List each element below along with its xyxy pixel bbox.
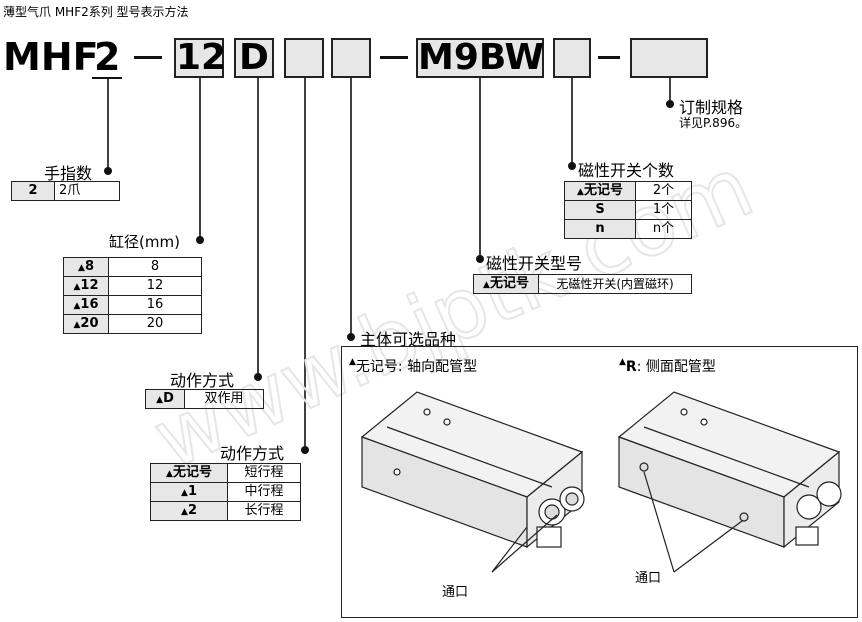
- table-row: ▲12 12: [63, 276, 202, 296]
- switch-count-key-0: ▲无记号: [564, 181, 636, 201]
- action-table: ▲D 双作用: [145, 389, 264, 409]
- stroke-table: ▲无记号 短行程 ▲1 中行程 ▲2 长行程: [150, 463, 301, 521]
- model-dash-3: [598, 56, 620, 59]
- port-label-left: 通口: [442, 585, 469, 600]
- switch-count-val-1: 1个: [635, 200, 692, 220]
- table-row: ▲1 中行程: [150, 482, 301, 502]
- switch-count-val-0: 2个: [635, 181, 692, 201]
- model-count-box: [553, 38, 591, 78]
- stroke-label: 动作方式: [220, 444, 285, 463]
- table-row: 2 2爪: [11, 181, 120, 201]
- body-option-left-title: ▲无记号: 轴向配管型: [349, 357, 478, 375]
- model-switch-box: M9BW: [416, 37, 545, 78]
- dot-stroke: [301, 446, 309, 454]
- model-body-box: [331, 38, 371, 78]
- table-row: ▲无记号 短行程: [150, 463, 301, 483]
- dot-order-spec: [666, 100, 674, 108]
- switch-model-key-0: ▲无记号: [473, 274, 539, 294]
- body-option-panel: ▲无记号: 轴向配管型 ▲R: 侧面配管型 通口: [341, 346, 858, 618]
- switch-count-label: 磁性开关个数: [578, 161, 675, 180]
- table-row: ▲16 16: [63, 295, 202, 315]
- body-option-label: 主体可选品种: [360, 330, 457, 349]
- model-stroke-box: [284, 38, 324, 78]
- switch-count-table: ▲无记号 2个 S 1个 n n个: [564, 181, 692, 239]
- model-dash-1: [134, 56, 162, 59]
- fingers-val-0: 2爪: [54, 181, 120, 201]
- table-row: ▲8 8: [63, 257, 202, 277]
- dot-bore: [196, 236, 204, 244]
- body-option-right-title: ▲R: 侧面配管型: [619, 357, 716, 375]
- fingers-label: 手指数: [44, 164, 93, 183]
- bore-label: 缸径(mm): [109, 233, 180, 251]
- fingers-table: 2 2爪: [11, 181, 120, 201]
- model-series: MHF: [3, 35, 99, 79]
- gripper-side-illustration: [617, 391, 842, 573]
- order-spec-note: 详见P.896。: [679, 116, 748, 130]
- fingers-underline: [92, 77, 122, 79]
- switch-model-label: 磁性开关型号: [486, 254, 583, 273]
- switch-count-val-2: n个: [635, 219, 692, 239]
- dot-switch-model: [476, 255, 484, 263]
- dot-action: [254, 373, 262, 381]
- fingers-key-0: 2: [11, 181, 55, 201]
- table-row: ▲D 双作用: [145, 389, 264, 409]
- table-row: ▲2 长行程: [150, 501, 301, 521]
- model-fingers: 2: [94, 35, 121, 79]
- model-action-box: D: [234, 38, 274, 78]
- dot-body-option: [347, 333, 355, 341]
- table-row: n n个: [564, 219, 692, 239]
- dot-switch-count: [568, 162, 576, 170]
- page-title: 薄型气爪 MHF2系列 型号表示方法: [3, 5, 189, 19]
- order-spec-label: 订制规格: [679, 98, 744, 117]
- action-label: 动作方式: [170, 371, 235, 390]
- table-row: ▲无记号 2个: [564, 181, 692, 201]
- bore-table: ▲8 8 ▲12 12 ▲16 16 ▲20 20: [63, 257, 202, 334]
- switch-model-table: ▲无记号 无磁性开关(内置磁环): [473, 274, 692, 294]
- switch-count-key-1: S: [564, 200, 636, 220]
- port-label-right: 通口: [635, 571, 662, 586]
- switch-model-val-0: 无磁性开关(内置磁环): [538, 274, 692, 294]
- table-row: ▲20 20: [63, 314, 202, 334]
- gripper-axial-illustration: [360, 391, 585, 573]
- table-row: ▲无记号 无磁性开关(内置磁环): [473, 274, 692, 294]
- model-dash-2: [380, 56, 408, 59]
- model-bore-box: 12: [174, 37, 227, 78]
- dot-fingers: [104, 167, 112, 175]
- switch-count-key-2: n: [564, 219, 636, 239]
- model-spec-box: [630, 38, 708, 78]
- table-row: S 1个: [564, 200, 692, 220]
